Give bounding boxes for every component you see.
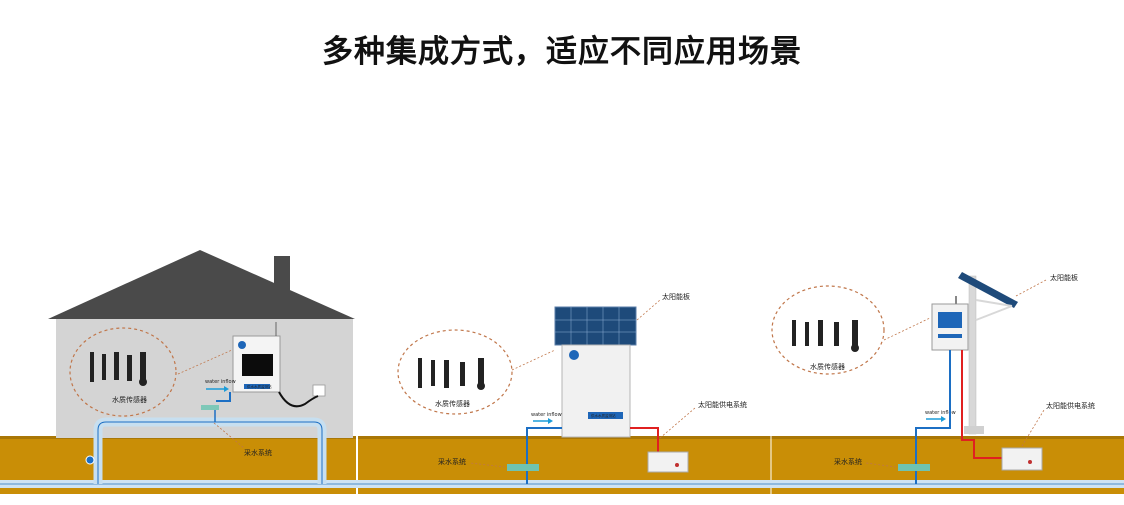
- sampling-valve-3: [898, 464, 930, 471]
- solar-panel-pole: [958, 272, 1018, 308]
- cabinet-scene: 供水水质监测站 太阳能板 水质传感器 water inflow 采水系统 太阳能…: [397, 292, 747, 484]
- pole-scene: 太阳能板 水质传感器 water inflow 采水系统 太阳能供电系统: [771, 272, 1095, 484]
- power-cable: [278, 391, 319, 408]
- mounting-pole: [968, 275, 977, 435]
- chimney: [274, 256, 290, 292]
- sensor-group-label-3: 水质传感器: [810, 362, 845, 371]
- solar-power-box-3: [1001, 447, 1043, 471]
- solar-panel-label-3: 太阳能板: [1050, 273, 1078, 282]
- solar-panel-cabinet: [554, 306, 637, 346]
- sampling-valve-2: [507, 464, 539, 471]
- water-inflow-label-2: water inflow: [531, 412, 562, 418]
- sensor-group-label: 水质传感器: [112, 395, 147, 404]
- sensor-group-oval-3: [771, 285, 885, 375]
- house-scene: 水质传感器 供水水质监测站 water inflow 采水系统: [48, 250, 355, 484]
- solar-power-label-3: 太阳能供电系统: [1046, 401, 1095, 410]
- water-inflow-label-3: water inflow: [925, 410, 956, 416]
- sampling-system-label-3: 采水系统: [834, 457, 862, 466]
- sensor-group-oval: [69, 327, 177, 417]
- sensor-group-oval-2: [397, 329, 513, 415]
- solar-power-box-2: [647, 451, 689, 473]
- power-socket: [312, 384, 326, 397]
- water-quality-sensors: [90, 352, 147, 386]
- sensor-group-label-2: 水质传感器: [435, 399, 470, 408]
- cabinet-label: 供水水质监测站: [591, 413, 616, 418]
- solar-power-label-2: 太阳能供电系统: [698, 400, 747, 409]
- sampling-system-label-2: 采水系统: [438, 457, 466, 466]
- page-title: 多种集成方式，适应不同应用场景: [322, 34, 802, 70]
- house-roof: [48, 250, 355, 319]
- water-inflow-label-1: water inflow: [205, 379, 236, 385]
- monitor-label: 供水水质监测站: [247, 384, 272, 389]
- monitor-cabinet: [561, 344, 631, 438]
- sampling-system-label-1: 采水系统: [244, 448, 272, 457]
- monitor-screen: [242, 354, 273, 376]
- solar-panel-label-2: 太阳能板: [662, 292, 690, 301]
